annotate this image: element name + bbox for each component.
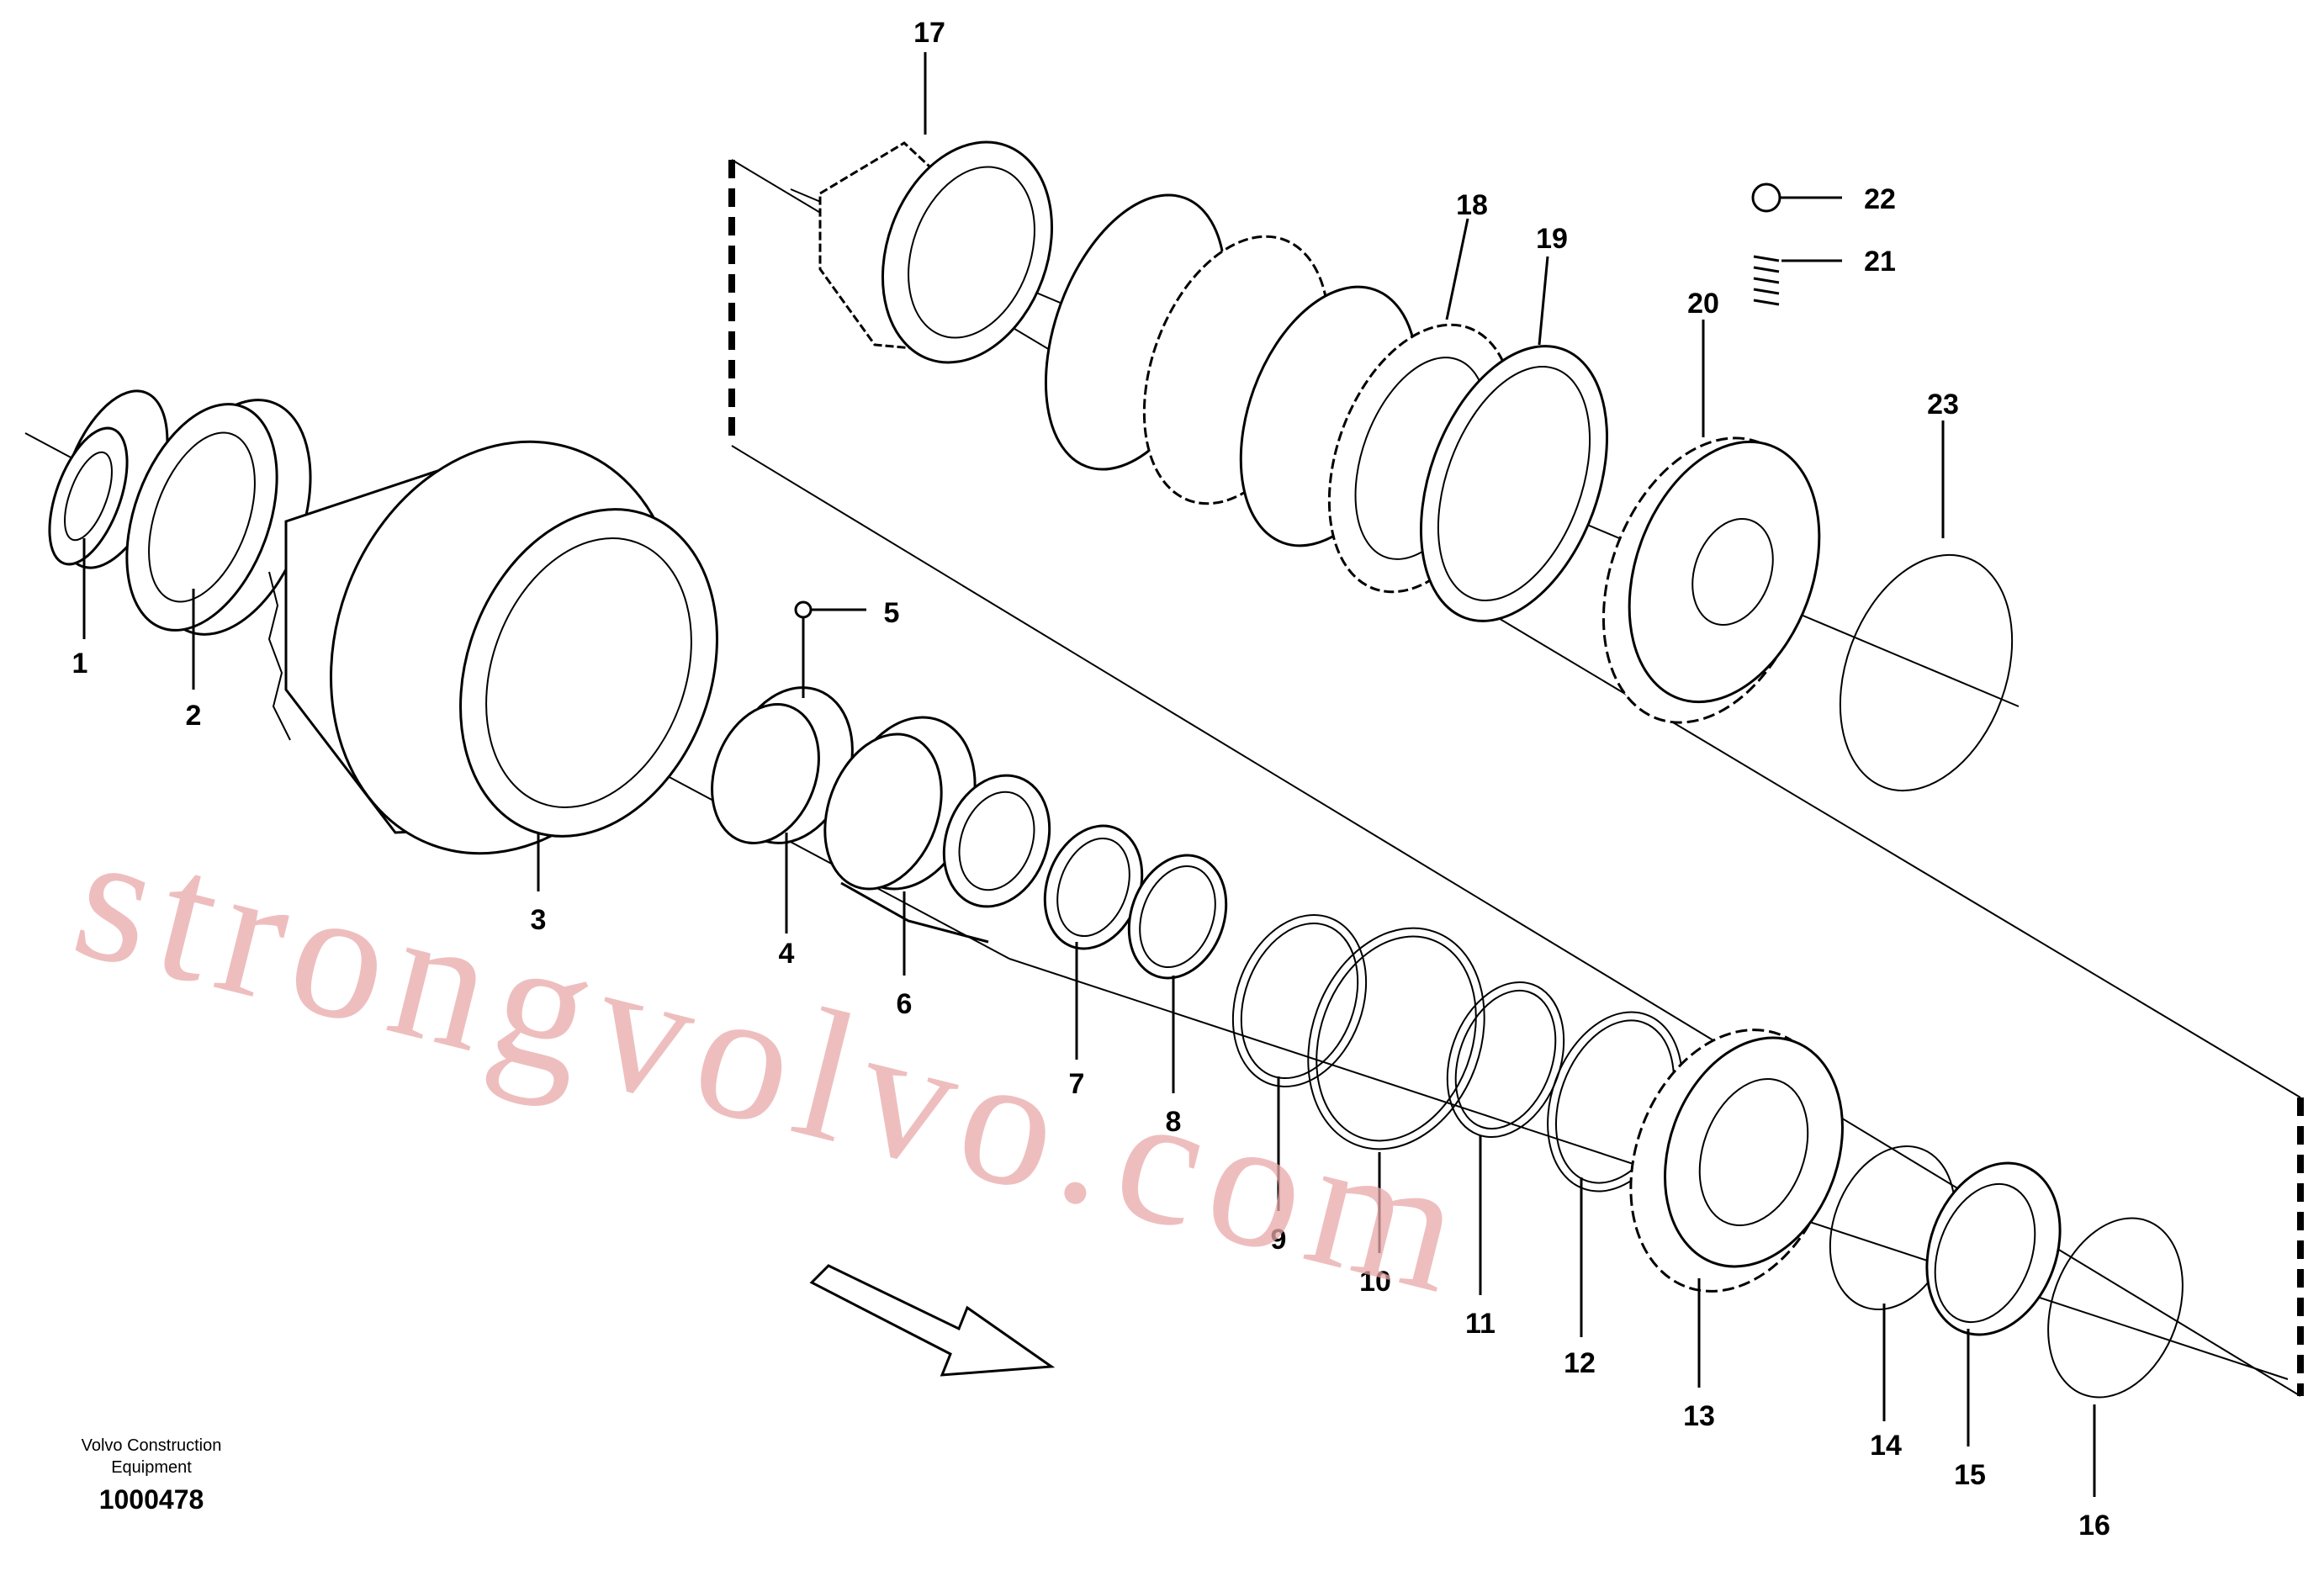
callout-20: 20 [1687,288,1719,320]
callout-17: 17 [913,17,945,49]
part-16-snap-ring [2047,1217,2184,1399]
part-19-friction-disc [1419,345,1609,622]
callout-10: 10 [1359,1266,1391,1298]
part-22-ball [1751,182,1842,213]
callout-23: 23 [1927,389,1959,420]
part-20-pressure-plate [1601,436,1821,724]
part-17-gear-hub [818,140,1054,364]
callout-numbers: 1 2 3 4 5 6 7 8 9 10 11 12 13 14 15 16 1… [72,17,2110,1542]
callout-13: 13 [1683,1400,1715,1432]
callout-8: 8 [1166,1106,1182,1138]
callout-1: 1 [72,648,88,680]
part-9-ring [1231,914,1368,1087]
callout-11: 11 [1465,1308,1496,1340]
callout-4: 4 [779,938,795,970]
part-10-ring [1307,927,1485,1150]
brand-line-2: Equipment [111,1458,192,1477]
callout-12: 12 [1564,1347,1596,1379]
part-1-roller-bearing [48,389,169,569]
callout-5: 5 [884,597,900,629]
part-8-circlip [1127,854,1228,980]
part-21-spring [1753,255,1842,306]
direction-arrow-icon [809,1264,1056,1377]
part-23-snap-ring [1839,553,2014,792]
part-4-bushing [711,686,854,844]
callout-6: 6 [897,988,913,1020]
callout-leaders [82,52,2096,1497]
drawing-number: 1000478 [98,1484,204,1515]
callout-18: 18 [1456,189,1488,221]
callout-9: 9 [1271,1224,1287,1256]
callout-7: 7 [1069,1068,1085,1100]
part-13-gear [1629,1029,1844,1293]
callout-2: 2 [186,700,202,732]
part-3-clutch-drum [267,440,718,855]
part-5-pin [794,600,866,698]
callout-22: 22 [1864,183,1896,215]
brand-line-1: Volvo Construction [81,1436,222,1455]
callout-14: 14 [1870,1430,1902,1462]
callout-19: 19 [1536,223,1568,255]
callout-21: 21 [1864,246,1896,278]
callout-16: 16 [2078,1510,2110,1542]
watermark-text: strongvolvo.com [57,791,1490,1335]
callout-3: 3 [531,904,547,936]
part-6-bearing [823,716,1051,944]
part-15-bushing [1925,1161,2062,1336]
callout-15: 15 [1954,1459,1986,1491]
brand-label: Volvo Construction Equipment [34,1435,269,1478]
